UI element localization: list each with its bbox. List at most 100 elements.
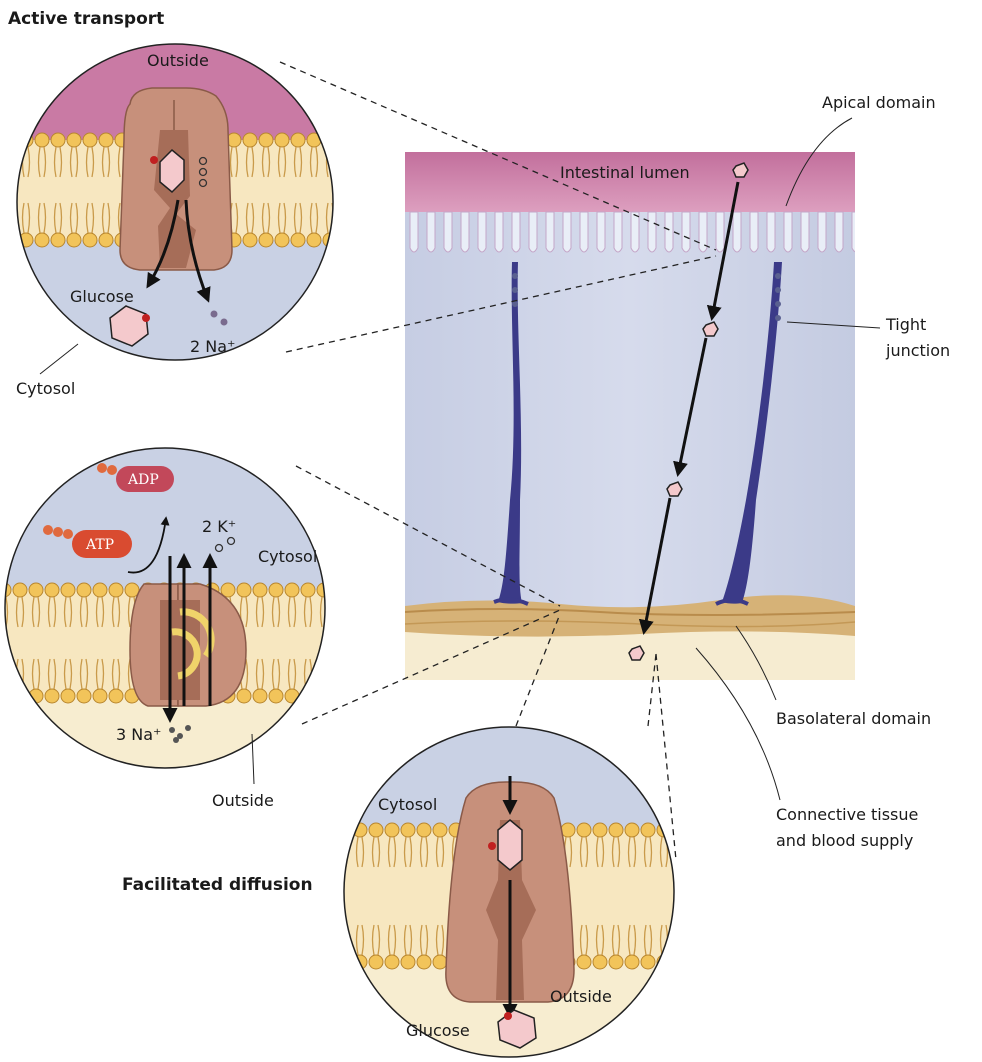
label-connective-1: Connective tissue: [776, 805, 918, 824]
lipid-head: [433, 823, 447, 837]
microvilli: [410, 212, 860, 252]
lipid-head: [291, 233, 305, 247]
lipid-head: [51, 233, 65, 247]
lipid-head: [93, 689, 107, 703]
lipid-head: [275, 133, 289, 147]
lipid-head: [13, 583, 27, 597]
lipid-head: [275, 233, 289, 247]
circle-b-na: 3 Na⁺: [116, 725, 161, 744]
lipid-head: [77, 689, 91, 703]
circle-c-outside: Outside: [550, 987, 612, 1006]
glucose-marker: [150, 156, 158, 164]
heading-active-transport: Active transport: [8, 9, 164, 29]
lipid-head: [417, 823, 431, 837]
lipid-head: [83, 133, 97, 147]
lipid-head: [673, 823, 687, 837]
lipid-head: [625, 955, 639, 969]
lipid-head: [285, 583, 299, 597]
lipid-head: [337, 823, 351, 837]
label-cytosol-a: Cytosol: [16, 379, 75, 398]
lipid-head: [61, 583, 75, 597]
lipid-head: [301, 689, 315, 703]
lipid-head: [401, 823, 415, 837]
lipid-head: [243, 133, 257, 147]
label-apical-domain: Apical domain: [822, 93, 936, 112]
lipid-head: [577, 955, 591, 969]
lipid-head: [625, 823, 639, 837]
lipid-head: [369, 823, 383, 837]
lipid-head: [99, 233, 113, 247]
circle-active-transport: Outside Glucose 2 Na⁺ Cytosol: [0, 40, 340, 398]
lipid-head: [29, 583, 43, 597]
lipid-head: [609, 823, 623, 837]
lipid-head: [285, 689, 299, 703]
lipid-head: [77, 583, 91, 597]
lipid-head: [259, 133, 273, 147]
lipid-head: [385, 823, 399, 837]
heading-facilitated-diffusion: Facilitated diffusion: [122, 875, 313, 895]
svg-text:ATP: ATP: [85, 537, 114, 553]
lipid-head: [259, 233, 273, 247]
glucose-icon: [498, 820, 522, 870]
circle-a-na: 2 Na⁺: [190, 337, 235, 356]
tissue-panel: [405, 152, 860, 680]
lipid-head: [243, 233, 257, 247]
lipid-head: [369, 955, 383, 969]
lipid-head: [51, 133, 65, 147]
lipid-head: [3, 133, 17, 147]
label-tight-junction-1: Tight: [885, 315, 926, 334]
lipid-head: [307, 233, 321, 247]
lipid-head: [401, 955, 415, 969]
circle-b-k: 2 K⁺: [202, 517, 236, 536]
lipid-head: [13, 689, 27, 703]
circle-facilitated-diffusion: Cytosol Glucose Outside: [337, 720, 687, 1060]
lipid-head: [35, 133, 49, 147]
lipid-head: [19, 133, 33, 147]
lipid-head: [93, 583, 107, 597]
lipid-head: [67, 133, 81, 147]
circle-c-glucose: Glucose: [406, 1021, 470, 1040]
lipid-head: [109, 689, 123, 703]
lipid-head: [269, 689, 283, 703]
lipid-head: [99, 133, 113, 147]
lipid-head: [61, 689, 75, 703]
lipid-head: [45, 583, 59, 597]
lipid-head: [593, 823, 607, 837]
lipid-head: [385, 955, 399, 969]
lipid-head: [83, 233, 97, 247]
lipid-head: [609, 955, 623, 969]
lipid-head: [253, 689, 267, 703]
lipid-head: [0, 689, 11, 703]
lipid-head: [433, 955, 447, 969]
lipid-head: [593, 955, 607, 969]
label-tight-junction-2: junction: [885, 341, 950, 360]
lipid-head: [237, 689, 251, 703]
circle-b-cytosol: Cytosol: [258, 547, 317, 566]
lipid-head: [641, 955, 655, 969]
lipid-head: [301, 583, 315, 597]
lipid-head: [641, 823, 655, 837]
label-outside-b: Outside: [212, 791, 274, 810]
lipid-head: [417, 955, 431, 969]
lipid-head: [109, 583, 123, 597]
lipid-head: [269, 583, 283, 597]
lipid-head: [317, 689, 331, 703]
lipid-head: [323, 133, 337, 147]
lipid-head: [337, 955, 351, 969]
lipid-head: [291, 133, 305, 147]
lipid-head: [3, 233, 17, 247]
lipid-head: [67, 233, 81, 247]
circle-na-k-pump: ADP ATP 2 K⁺ Cytosol 3 Na⁺ Outside: [0, 440, 340, 810]
lipid-head: [237, 583, 251, 597]
circle-c-cytosol: Cytosol: [378, 795, 437, 814]
svg-text:ADP: ADP: [127, 472, 159, 488]
label-connective-2: and blood supply: [776, 831, 913, 850]
label-basolateral-domain: Basolateral domain: [776, 709, 931, 728]
lipid-head: [353, 823, 367, 837]
lipid-head: [673, 955, 687, 969]
label-intestinal-lumen: Intestinal lumen: [560, 163, 690, 182]
lipid-head: [577, 823, 591, 837]
lipid-head: [45, 689, 59, 703]
circle-a-glucose: Glucose: [70, 287, 134, 306]
lipid-head: [35, 233, 49, 247]
